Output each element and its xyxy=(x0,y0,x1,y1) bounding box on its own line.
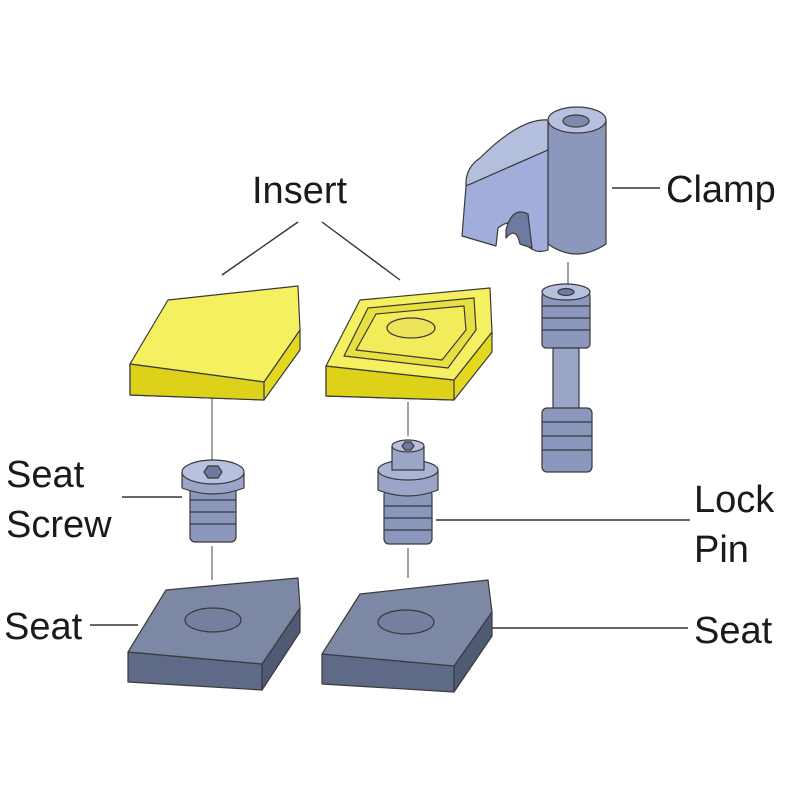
seat-right-hole xyxy=(377,609,435,635)
insert-left-front-face xyxy=(129,363,265,401)
clamp-arm-top xyxy=(465,119,549,187)
lock-pin xyxy=(377,439,439,545)
lock-pin-hex-socket xyxy=(401,441,415,451)
insert-leader-left xyxy=(221,221,299,276)
seat-right-part xyxy=(321,579,493,693)
insert-left xyxy=(129,285,301,401)
label-insert: Insert xyxy=(252,170,347,212)
label-seat-screw-line1: Seat xyxy=(6,454,85,496)
seat-screw-hex-socket xyxy=(203,465,223,479)
seat-screw xyxy=(181,459,245,543)
insert-right xyxy=(325,287,493,401)
clamp-bolt-neck xyxy=(552,347,580,411)
insert-right-hole xyxy=(386,317,436,339)
label-clamp: Clamp xyxy=(666,169,776,211)
label-lock-pin-line1: Lock xyxy=(694,479,775,521)
clamp-bolt xyxy=(541,283,593,473)
clamp xyxy=(461,106,607,255)
seat-left-part xyxy=(127,577,301,691)
label-seat-right: Seat xyxy=(694,610,773,652)
clamp-cylinder-body xyxy=(547,119,607,255)
label-seat-screw-line2: Screw xyxy=(6,504,112,546)
label-lock-pin-line2: Pin xyxy=(694,529,749,571)
seat-left-hole xyxy=(184,607,242,633)
labels: Insert Clamp Seat Screw Lock Pin Seat Se… xyxy=(4,169,776,652)
clamp-bolt-hole xyxy=(562,114,590,128)
leader-lines xyxy=(90,187,690,629)
lock-pin-lower-body xyxy=(383,489,433,545)
label-seat-left: Seat xyxy=(4,606,83,648)
clamp-slot xyxy=(505,211,533,249)
insert-leader-right xyxy=(321,221,401,281)
clamp-bolt-socket xyxy=(557,287,575,297)
clamp-bolt-lower-body xyxy=(541,407,593,473)
